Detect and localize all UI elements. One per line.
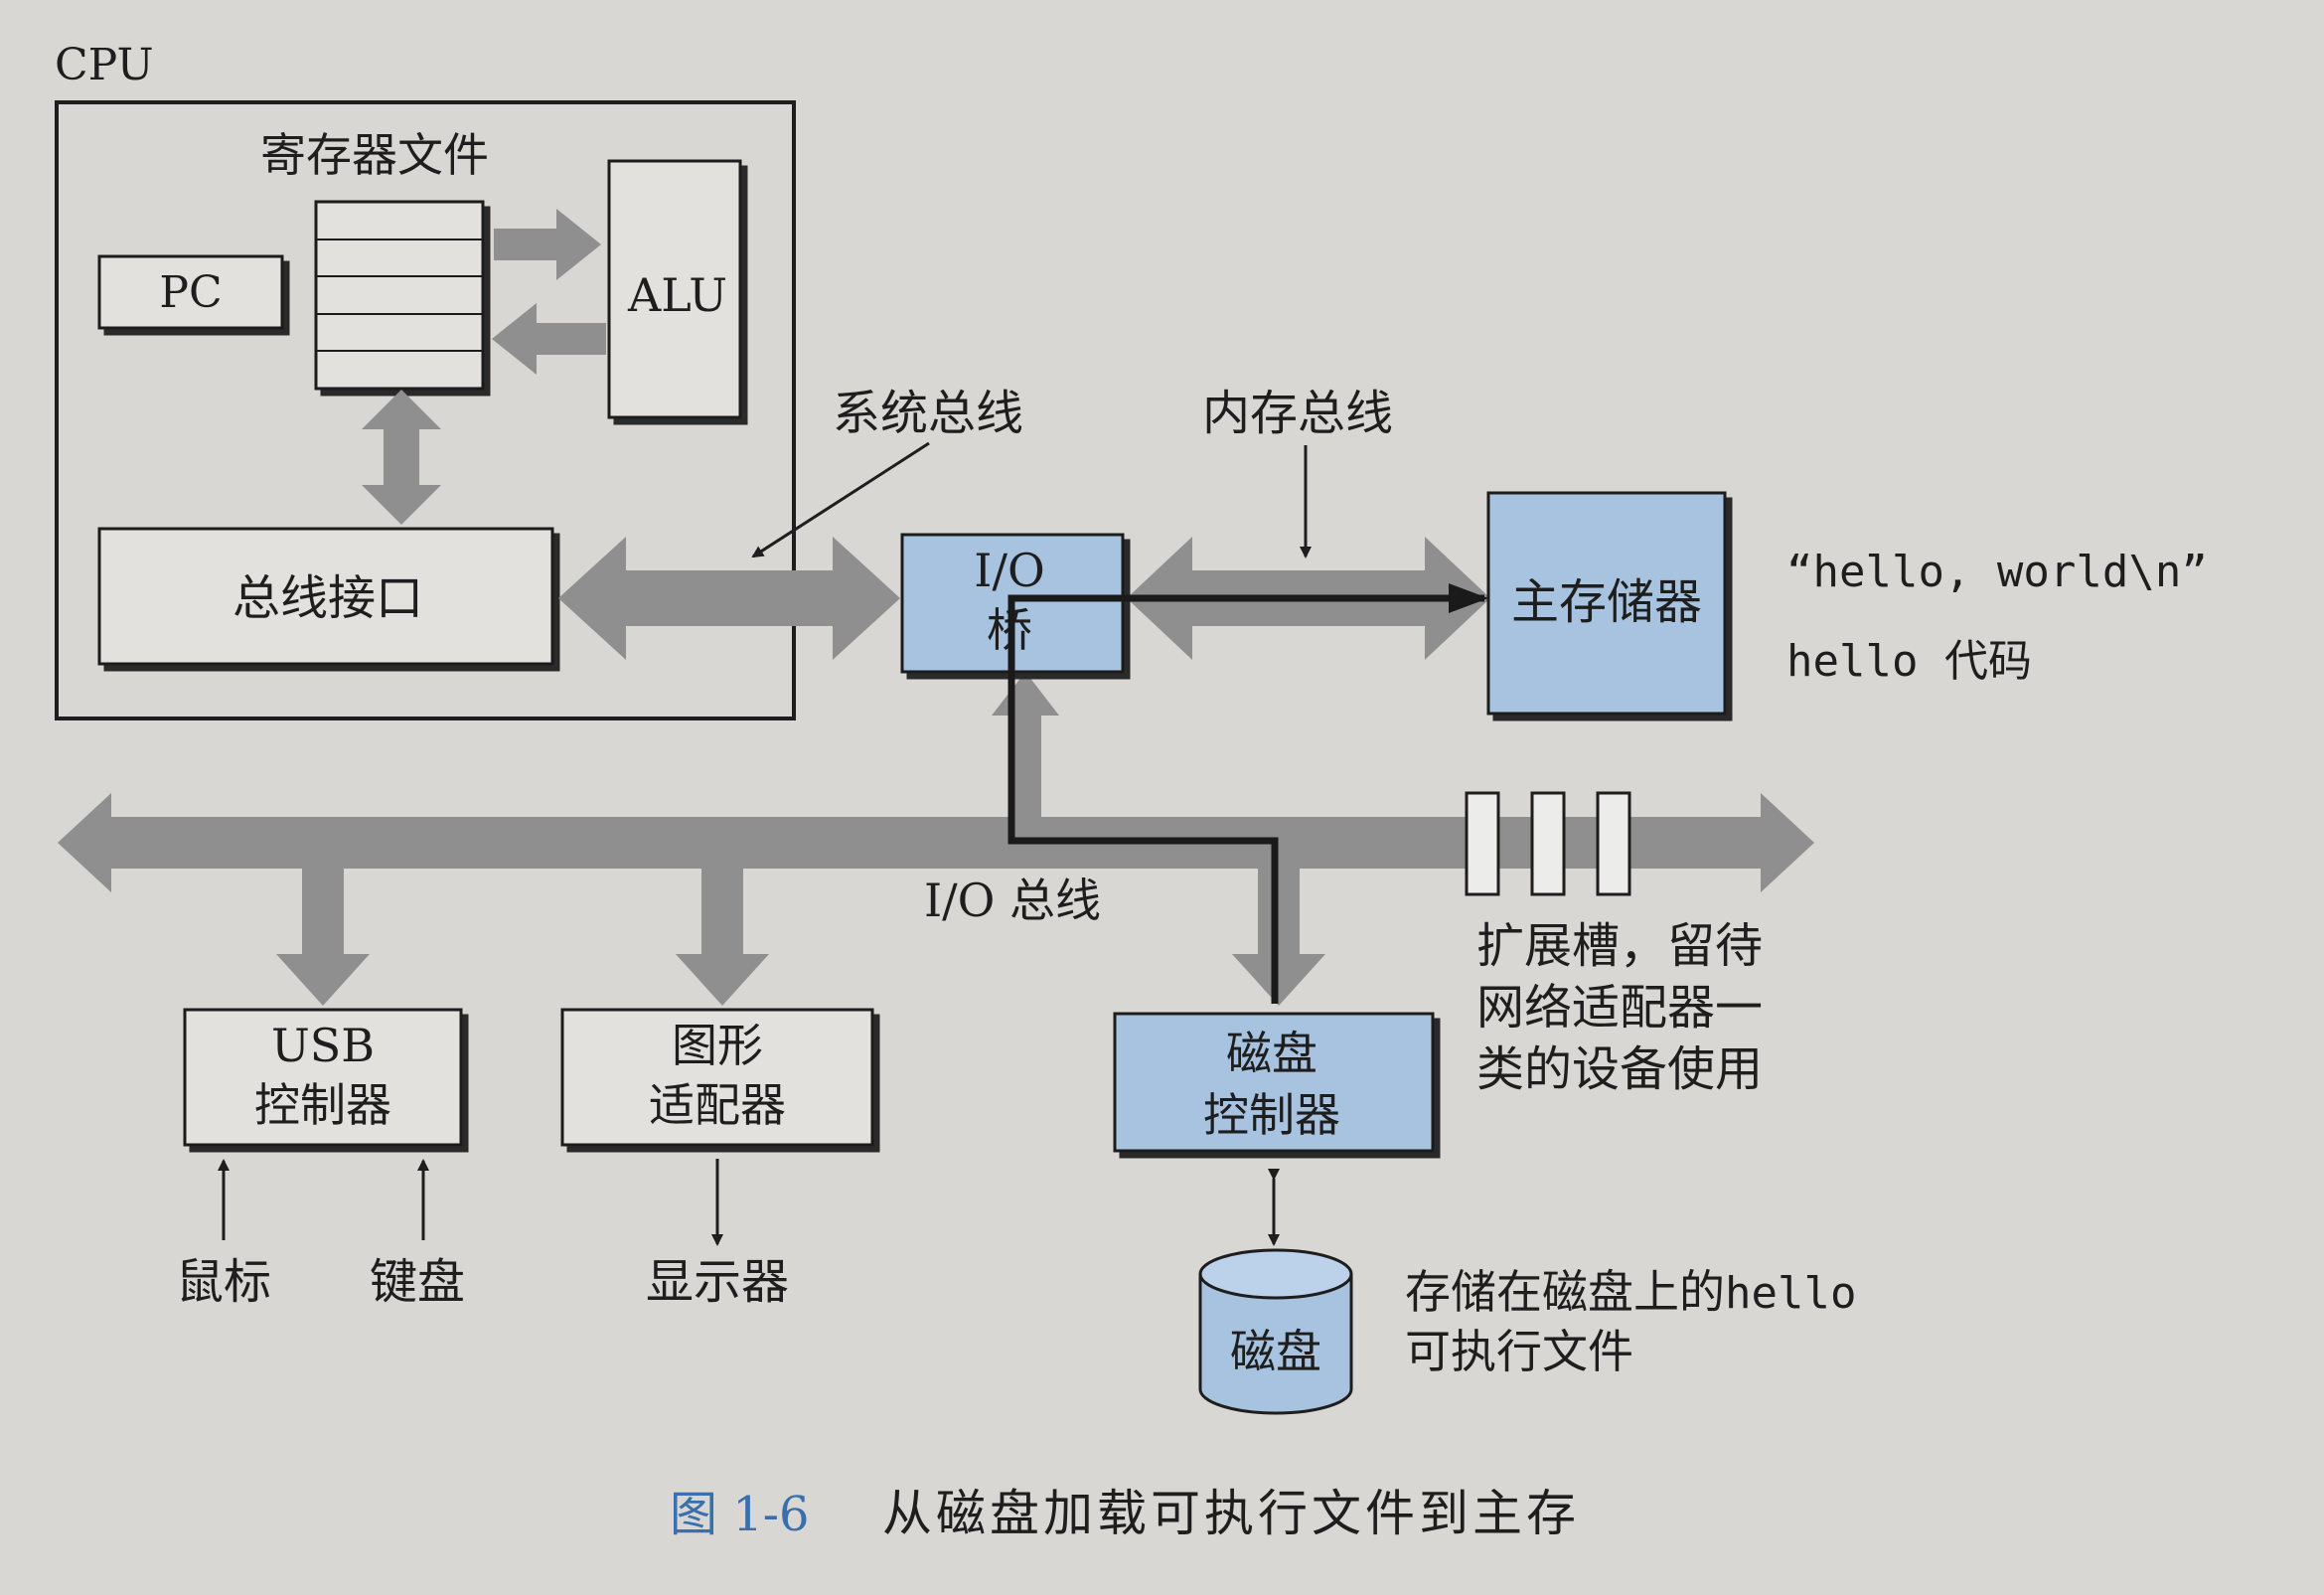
- figure-caption: 从磁盘加载可执行文件到主存: [882, 1485, 1580, 1542]
- io-bus-arrow: [58, 793, 1814, 892]
- io-bus-label: I/O 总线: [924, 874, 1101, 927]
- bus-interface-label: 总线接口: [232, 570, 423, 626]
- disk-controller-line2: 控制器: [1203, 1088, 1340, 1142]
- system-bus-pointer: [751, 441, 930, 558]
- pc-register: PC: [97, 254, 284, 330]
- disk-controller: 磁盘 控制器: [1113, 1012, 1435, 1153]
- io-bridge-line1: I/O: [974, 544, 1044, 597]
- pc-label: PC: [159, 267, 222, 318]
- disk-note-line1-mono: hello: [1725, 1268, 1856, 1319]
- usb-controller: USB 控制器: [183, 1008, 463, 1147]
- figure-number: 图 1-6: [670, 1487, 810, 1542]
- iobus-usb-arrow: [276, 865, 370, 1006]
- regfile-businterface-arrow: [362, 390, 441, 525]
- cpu-label: CPU: [55, 40, 154, 90]
- usb-line2: 控制器: [254, 1078, 391, 1132]
- main-memory-label: 主存储器: [1511, 574, 1702, 630]
- expansion-note-line3: 类的设备使用: [1476, 1041, 1763, 1097]
- memory-content-string: “hello, world\n”: [1786, 547, 2208, 597]
- expansion-note-line2: 网络适配器一: [1476, 980, 1763, 1036]
- bus-interface: 总线接口: [97, 527, 554, 666]
- register-file: [314, 200, 485, 391]
- usb-line1: USB: [271, 1019, 375, 1072]
- load-data-path: [1007, 583, 1488, 1004]
- memory-bus-label: 内存总线: [1202, 386, 1393, 441]
- graphics-adapter: 图形 适配器: [560, 1008, 874, 1147]
- main-memory: 主存储器: [1486, 491, 1727, 716]
- regfile-to-alu-arrow: [494, 209, 601, 280]
- keyboard-label: 键盘: [370, 1254, 465, 1310]
- disk-cylinder: 磁盘: [1198, 1248, 1353, 1415]
- alu-label: ALU: [627, 268, 727, 322]
- disk-controller-line1: 磁盘: [1226, 1027, 1317, 1080]
- display-label: 显示器: [646, 1254, 789, 1310]
- disk-note-line1: 存储在磁盘上的hello: [1405, 1265, 1856, 1319]
- system-bus-label: 系统总线: [833, 386, 1023, 441]
- iobus-diskctrl-arrow: [1232, 865, 1325, 1006]
- bridge-iobus-arrow: [992, 672, 1059, 825]
- expansion-note-line1: 扩展槽，留待: [1476, 918, 1763, 974]
- memory-content-code: hello 代码: [1786, 636, 2032, 687]
- expansion-slots: [1465, 791, 1631, 896]
- disk-label: 磁盘: [1230, 1325, 1321, 1378]
- system-bus-arrow: [558, 537, 900, 660]
- disk-note-line2: 可执行文件: [1405, 1325, 1633, 1378]
- disk-note-line1-text: 存储在磁盘上的: [1405, 1265, 1725, 1319]
- graphics-line2: 适配器: [649, 1078, 786, 1132]
- alu-to-regfile-arrow: [492, 303, 606, 375]
- register-file-label: 寄存器文件: [260, 128, 489, 182]
- graphics-line1: 图形: [672, 1019, 763, 1072]
- cpu-box: [55, 100, 796, 720]
- alu: ALU: [607, 159, 742, 419]
- iobus-graphics-arrow: [676, 865, 769, 1006]
- mouse-label: 鼠标: [176, 1254, 271, 1310]
